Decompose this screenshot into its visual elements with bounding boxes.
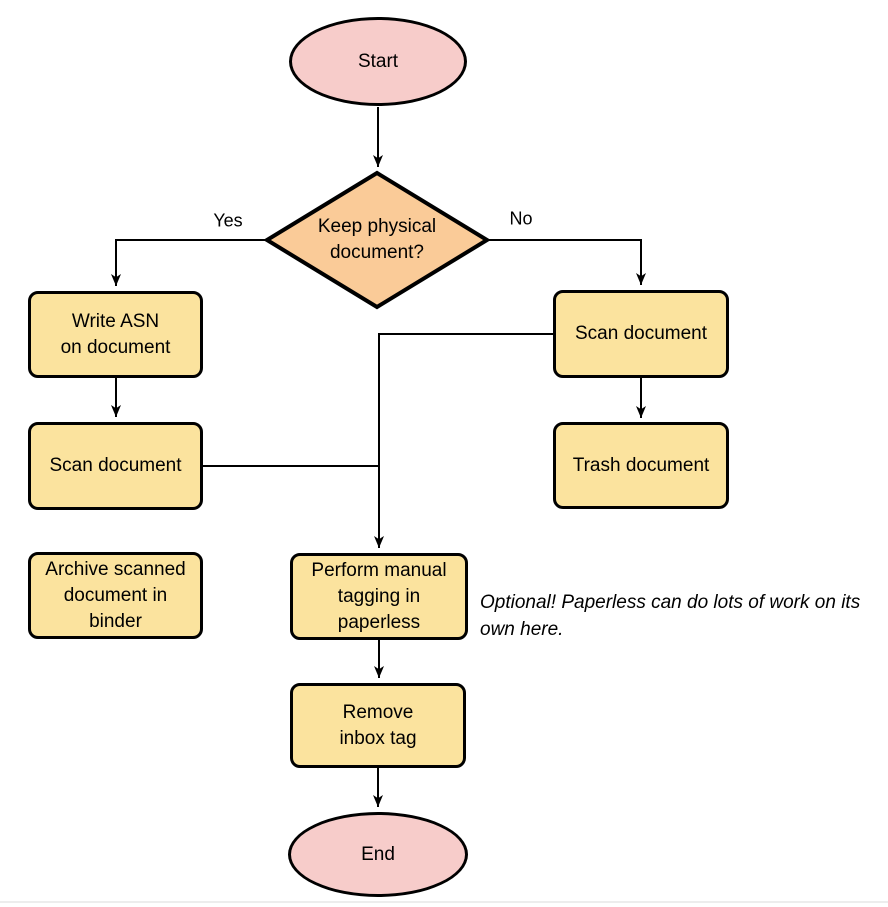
perform-tagging-node: Perform manual tagging in paperless xyxy=(290,553,468,640)
decision-node-label: Keep physical document? xyxy=(318,214,436,266)
edge-decision-no-to-scan-right xyxy=(487,239,646,285)
archive-line-3: binder xyxy=(89,610,142,632)
page-bottom-divider xyxy=(0,901,888,903)
edge-label-no: No xyxy=(506,208,536,230)
archive-line-1: Archive scanned xyxy=(45,558,186,580)
decision-line-2: document? xyxy=(329,242,425,263)
write-asn-node: Write ASN on document xyxy=(28,291,203,378)
scan-left-node: Scan document xyxy=(28,422,203,510)
perform-line-3: paperless xyxy=(337,611,421,633)
write-asn-line-1: Write ASN xyxy=(71,310,160,332)
scan-left-label: Scan document xyxy=(49,455,182,476)
trash-label: Trash document xyxy=(572,454,710,476)
remove-line-1: Remove xyxy=(342,701,414,723)
perform-line-2: tagging in xyxy=(337,585,421,607)
scan-right-node: Scan document xyxy=(553,290,729,378)
decision-line-1: Keep physical xyxy=(317,216,437,237)
scan-right-label: Scan document xyxy=(574,323,708,344)
edge-label-yes: Yes xyxy=(210,210,246,232)
archive-node: Archive scanned document in binder xyxy=(28,552,203,639)
archive-line-2: document in xyxy=(63,584,168,606)
edge-scan-right-to-perform xyxy=(374,333,553,548)
optional-note: Optional! Paperless can do lots of work … xyxy=(480,592,861,640)
start-label: Start xyxy=(357,50,399,72)
edge-decision-yes-to-write-asn xyxy=(111,239,267,286)
remove-inbox-tag-node: Remove inbox tag xyxy=(290,683,466,768)
end-label: End xyxy=(361,843,395,865)
end-node: End xyxy=(288,812,468,897)
write-asn-line-2: on document xyxy=(60,336,171,358)
start-node: Start xyxy=(289,17,467,106)
remove-line-2: inbox tag xyxy=(339,727,417,749)
trash-node: Trash document xyxy=(553,422,729,509)
perform-line-1: Perform manual xyxy=(311,559,447,581)
